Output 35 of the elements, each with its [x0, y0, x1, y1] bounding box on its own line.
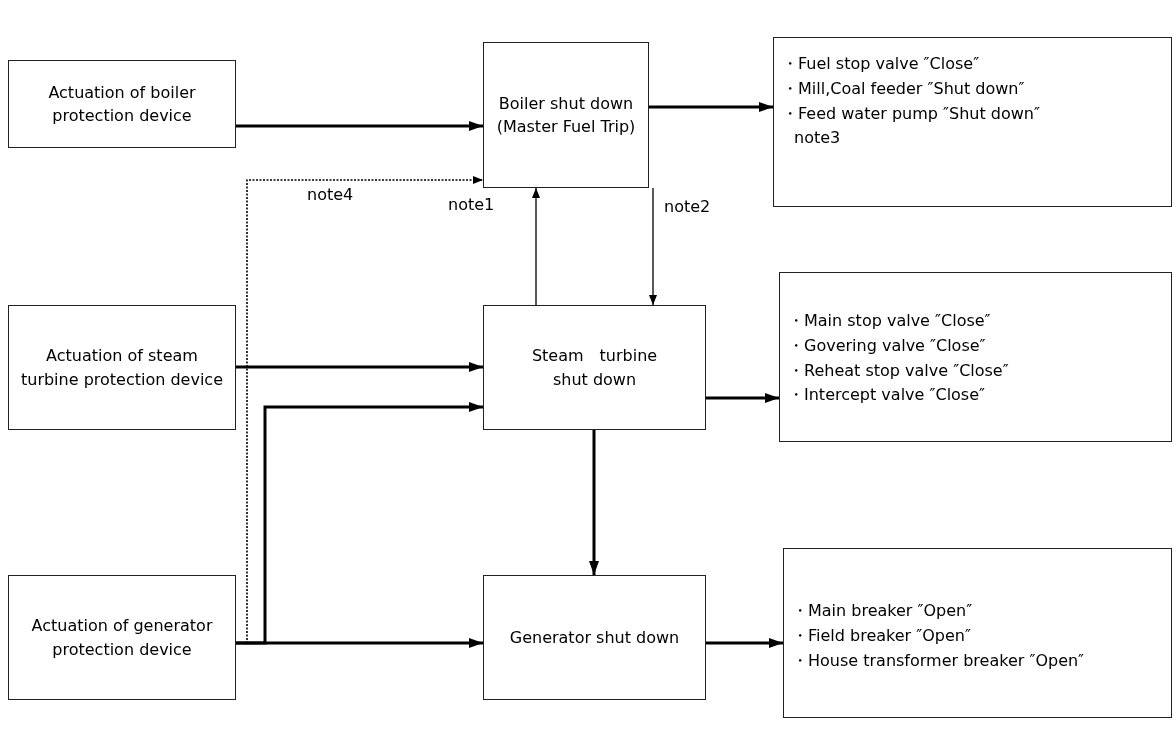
box-text: Boiler shut down (Master Fuel Trip) [495, 92, 637, 138]
arrow [532, 187, 540, 306]
box-text: Actuation of steam turbine protection device [19, 345, 224, 391]
arrow [706, 638, 783, 648]
list-item: ・Main stop valve ″Close″ [788, 310, 991, 332]
box-text: Actuation of boiler protection device [47, 81, 197, 127]
process-box [483, 42, 649, 188]
arrow [589, 430, 599, 575]
list-item: ・Intercept valve ″Close″ [788, 384, 985, 407]
box-text: Steam turbine shut down [530, 345, 659, 391]
list-item: ・Fuel stop valve ″Close″ [782, 53, 980, 75]
process-box [8, 575, 236, 700]
action-list-box [773, 37, 1172, 207]
arrow [236, 121, 483, 131]
action-list-box [783, 548, 1172, 718]
box-text: Actuation of generator protection device [30, 615, 214, 661]
list-item: ・Mill,Coal feeder ″Shut down″ [782, 77, 1025, 100]
list-item: note3 [793, 127, 841, 150]
process-box [8, 305, 236, 430]
arrow [236, 638, 483, 648]
process-box [483, 305, 706, 430]
process-box [483, 575, 706, 700]
arrow [649, 102, 773, 112]
arrow [706, 393, 779, 403]
arrow [649, 187, 657, 306]
arrow [236, 362, 483, 372]
box-text: Generator shut down [509, 626, 680, 649]
list-item: ・Field breaker ″Open″ [792, 624, 971, 647]
list-item: ・Govering valve ″Close″ [788, 334, 986, 357]
list-item: ・Feed water pump ″Shut down″ [782, 102, 1040, 125]
process-box [8, 60, 236, 148]
list-item: ・House transformer breaker ″Open″ [792, 649, 1085, 672]
list-item: ・Reheat stop valve ″Close″ [788, 359, 1009, 382]
action-list-box [779, 272, 1172, 442]
list-item: ・Main breaker ″Open″ [792, 600, 973, 622]
